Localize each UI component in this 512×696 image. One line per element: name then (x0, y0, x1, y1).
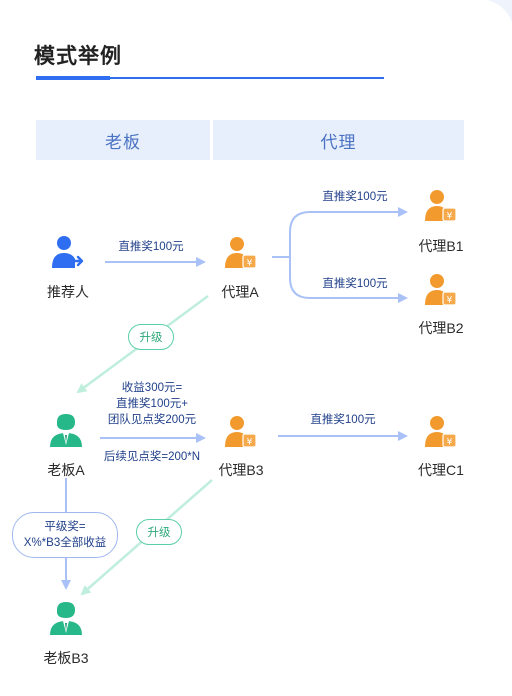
referrer-icon (52, 236, 84, 268)
agent-c1-icon: ¥ (425, 416, 457, 448)
node-label-agent-b3: 代理B3 (218, 462, 264, 478)
edge-label-agent-a-to-b2: 直推奖100元 (322, 278, 388, 290)
page-title: 模式举例 (34, 45, 122, 68)
agent-a-icon: ¥ (225, 237, 257, 269)
column-header-boss: 老板 (36, 120, 210, 160)
agent-b3-icon: ¥ (225, 416, 257, 448)
node-label-agent-a: 代理A (221, 284, 259, 300)
peer-reward-bubble: 平级奖= X%*B3全部收益 (12, 512, 118, 558)
upgrade-badge-1: 升级 (128, 324, 174, 350)
boss-b3-icon (50, 602, 82, 635)
svg-text:¥: ¥ (447, 212, 453, 222)
column-header-agent: 代理 (213, 120, 464, 160)
edge-label-agent-a-to-b1: 直推奖100元 (322, 191, 388, 203)
edge-label-b3-to-c1: 直推奖100元 (310, 414, 376, 426)
agent-b2-icon: ¥ (425, 274, 457, 306)
node-label-boss-a: 老板A (47, 462, 85, 478)
upgrade-badge-2: 升级 (136, 519, 182, 545)
peer-reward-line-1: 平级奖= (44, 521, 86, 533)
edge-label-boss-a-income-3: 团队见点奖200元 (107, 414, 197, 426)
title-underline (36, 77, 384, 79)
boss-a-icon (50, 414, 82, 447)
title-underline-accent (36, 76, 110, 80)
edge-label-referrer-to-agent-a: 直推奖100元 (118, 241, 184, 253)
arrow-agent-a-to-b2 (289, 257, 408, 303)
node-label-boss-b3: 老板B3 (43, 650, 89, 666)
node-label-agent-c1: 代理C1 (418, 462, 464, 478)
node-label-agent-b2: 代理B2 (418, 320, 464, 336)
svg-text:¥: ¥ (447, 296, 453, 306)
edge-label-boss-a-income-1: 收益300元= (121, 382, 183, 394)
svg-text:¥: ¥ (247, 259, 253, 269)
arrow-agent-a-to-b1 (272, 207, 408, 258)
node-label-referrer: 推荐人 (47, 284, 89, 300)
node-label-agent-b1: 代理B1 (418, 238, 464, 254)
svg-text:¥: ¥ (447, 438, 453, 448)
edge-label-boss-a-followup: 后续见点奖=200*N (103, 451, 201, 463)
agent-b1-icon: ¥ (425, 190, 457, 222)
svg-text:¥: ¥ (247, 438, 253, 448)
edge-label-boss-a-income-2: 直推奖100元+ (116, 398, 188, 410)
peer-reward-line-2: X%*B3全部收益 (23, 537, 107, 549)
